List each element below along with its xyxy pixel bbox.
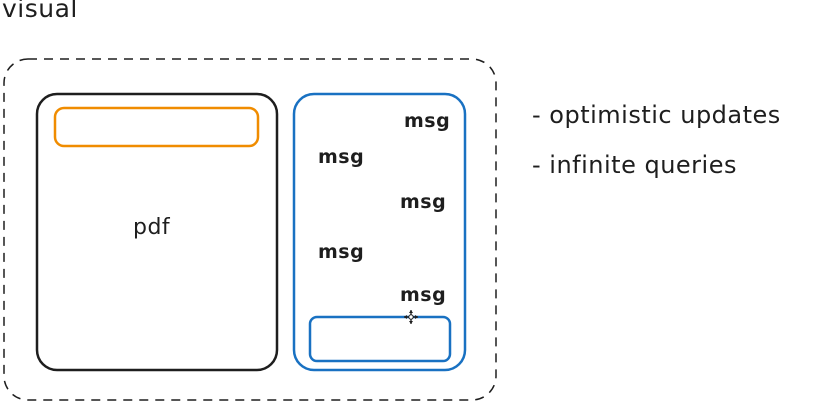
pdf-viewer-box xyxy=(35,92,279,372)
note-optimistic-updates: - optimistic updates xyxy=(532,101,781,129)
message-label: msg xyxy=(400,284,447,306)
diagram-title: visual xyxy=(2,0,78,23)
pdf-label: pdf xyxy=(133,215,171,240)
pdf-toolbar-bar xyxy=(53,106,260,148)
message-label: msg xyxy=(404,110,451,132)
message-label: msg xyxy=(318,146,365,168)
chat-panel xyxy=(292,92,467,372)
note-infinite-queries: - infinite queries xyxy=(532,151,737,179)
chat-input-box xyxy=(308,315,452,363)
message-label: msg xyxy=(400,191,447,213)
move-cursor-icon xyxy=(404,310,418,324)
message-label: msg xyxy=(318,241,365,263)
outer-dashed-frame xyxy=(3,58,497,401)
